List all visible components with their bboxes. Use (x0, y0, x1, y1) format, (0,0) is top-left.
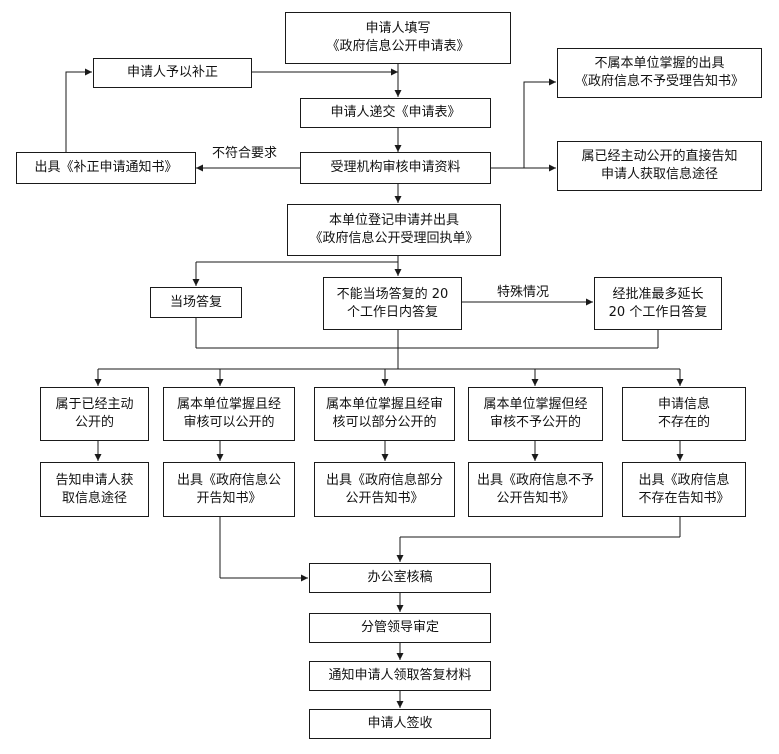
arrow-notice-to-supplement (65, 68, 92, 152)
leader-review-box: 分管领导审定 (309, 613, 491, 643)
fill-application-form-box: 申请人填写 《政府信息公开申请表》 (285, 12, 511, 64)
not-meet-requirement-label: 不符合要求 (212, 146, 278, 161)
already-public-box: 属已经主动公开的直接告知 申请人获取信息途径 (557, 141, 762, 191)
register-receipt-box: 本单位登记申请并出具 《政府信息公开受理回执单》 (287, 204, 501, 256)
submit-application-box: 申请人递交《申请表》 (300, 98, 491, 128)
outcome-box-1: 告知申请人获 取信息途径 (40, 462, 149, 517)
outcome-box-4: 出具《政府信息不予 公开告知书》 (468, 462, 603, 517)
outcome-box-5: 出具《政府信息 不存在告知书》 (622, 462, 746, 517)
applicant-supplement-box: 申请人予以补正 (93, 58, 252, 88)
applicant-sign-box: 申请人签收 (309, 709, 491, 739)
not-held-notice-box: 不属本单位掌握的出具 《政府信息不予受理告知书》 (557, 48, 762, 98)
category-box-4: 属本单位掌握但经 审核不予公开的 (468, 387, 603, 441)
category-box-3: 属本单位掌握且经审 核可以部分公开的 (314, 387, 455, 441)
category-box-2: 属本单位掌握且经 审核可以公开的 (163, 387, 295, 441)
notify-pickup-box: 通知申请人领取答复材料 (309, 661, 491, 691)
special-case-label: 特殊情况 (497, 285, 550, 300)
extension-box: 经批准最多延长 20 个工作日答复 (594, 277, 722, 330)
correction-notice-box: 出具《补正申请通知书》 (16, 152, 196, 184)
arrow-review-to-nothold (491, 78, 556, 169)
category-box-5: 申请信息 不存在的 (622, 387, 746, 441)
office-draft-box: 办公室核稿 (309, 563, 491, 593)
outcome-box-3: 出具《政府信息部分 公开告知书》 (314, 462, 455, 517)
deadline-reply-box: 不能当场答复的 20 个工作日内答复 (323, 277, 462, 330)
outcome-box-2: 出具《政府信息公 开告知书》 (163, 462, 295, 517)
review-materials-box: 受理机构审核申请资料 (300, 152, 491, 184)
onsite-reply-box: 当场答复 (150, 287, 242, 318)
category-box-1: 属于已经主动 公开的 (40, 387, 149, 441)
